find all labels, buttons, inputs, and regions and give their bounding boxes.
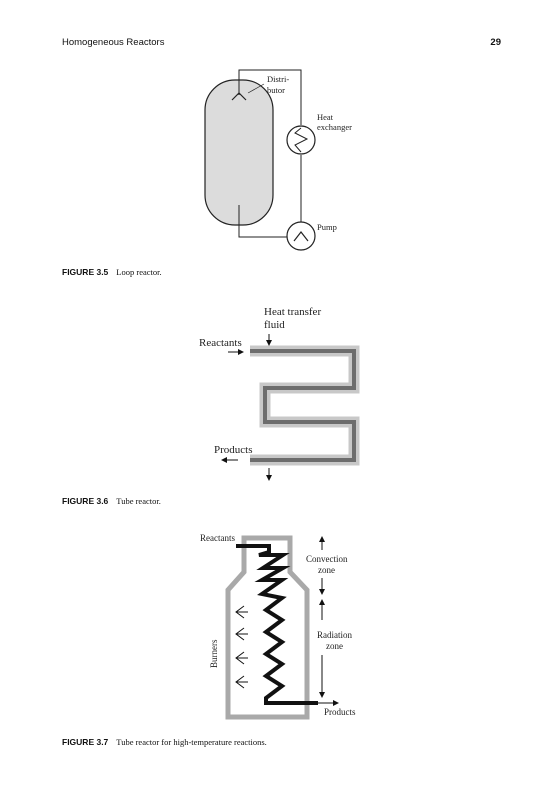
caption-figure-3-5: FIGURE 3.5 Loop reactor. <box>62 267 162 277</box>
furnace-wall <box>225 535 310 720</box>
label-reactants: Reactants <box>199 337 242 349</box>
distributor-icon <box>231 92 247 101</box>
distributor-leader <box>247 83 265 94</box>
figure-3-7-furnace-reactor: Reactants Convection zone Radiation zone… <box>200 533 356 720</box>
label-heat-transfer-2: fluid <box>264 319 285 331</box>
label-products: Products <box>214 444 253 456</box>
label-distributor-1: Distri- <box>267 74 289 84</box>
reactor-tube <box>250 349 356 462</box>
label-convection-1: Convection <box>306 554 348 564</box>
burners-icon <box>235 605 248 689</box>
reactor-coil <box>236 544 318 705</box>
heat-exchanger-coil <box>294 127 309 153</box>
loop-pipe-top <box>238 69 302 125</box>
figure-3-6-tube-reactor: Heat transfer fluid Reactants Products <box>199 306 360 481</box>
heat-exchanger-icon <box>286 125 316 155</box>
label-distributor-2: butor <box>267 85 285 95</box>
label-radiation-2: zone <box>326 641 343 651</box>
pump-icon <box>286 221 316 251</box>
page-number: 29 <box>490 37 501 48</box>
label-convection-2: zone <box>318 565 335 575</box>
reactor-vessel <box>204 79 274 226</box>
caption-figure-3-7: FIGURE 3.7 Tube reactor for high-temperat… <box>62 737 267 747</box>
label-products-fig37: Products <box>324 707 356 717</box>
label-heat-transfer-1: Heat transfer <box>264 306 321 318</box>
caption-figure-3-6: FIGURE 3.6 Tube reactor. <box>62 496 161 506</box>
figure-3-5-loop-reactor: Distri- butor Heat exchanger Pump <box>204 69 352 251</box>
running-header-title: Homogeneous Reactors <box>62 37 165 48</box>
label-reactants-fig37: Reactants <box>200 533 235 543</box>
pump-chevron <box>293 231 309 242</box>
caption-text: Loop reactor. <box>116 267 162 277</box>
label-radiation-1: Radiation <box>317 630 352 640</box>
label-heat-exchanger-2: exchanger <box>317 122 352 132</box>
label-heat-exchanger-1: Heat <box>317 112 334 122</box>
caption-text: Tube reactor for high-temperature reacti… <box>116 737 267 747</box>
label-pump: Pump <box>317 222 337 232</box>
caption-number: FIGURE 3.7 <box>62 737 109 747</box>
caption-number: FIGURE 3.5 <box>62 267 109 277</box>
label-burners: Burners <box>209 639 219 668</box>
caption-text: Tube reactor. <box>116 496 161 506</box>
caption-number: FIGURE 3.6 <box>62 496 109 506</box>
